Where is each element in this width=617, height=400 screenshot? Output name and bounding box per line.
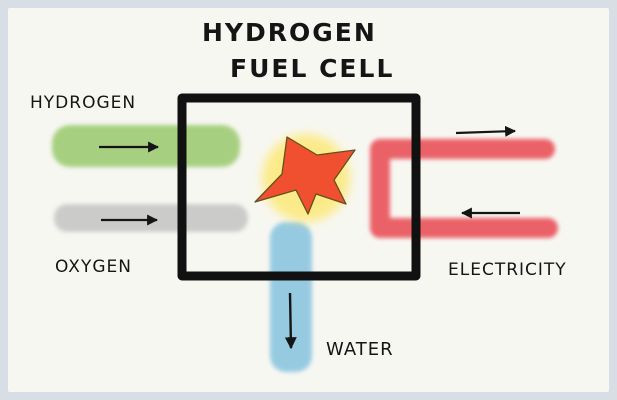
fuel-cell-box bbox=[177, 93, 421, 281]
electricity-out-arrow-icon bbox=[455, 125, 517, 137]
hydrogen-label: HYDROGEN bbox=[30, 93, 137, 113]
oxygen-stream bbox=[54, 204, 248, 232]
oxygen-label: OXYGEN bbox=[55, 257, 132, 277]
water-arrow-icon bbox=[284, 292, 297, 350]
diagram-title-line1: HYDROGEN bbox=[202, 18, 377, 47]
water-label: WATER bbox=[326, 339, 394, 360]
electricity-label: ELECTRICITY bbox=[448, 260, 567, 280]
electricity-loop bbox=[370, 139, 558, 238]
diagram-title-line2: FUEL CELL bbox=[230, 54, 395, 83]
reaction-star-icon bbox=[254, 136, 356, 215]
